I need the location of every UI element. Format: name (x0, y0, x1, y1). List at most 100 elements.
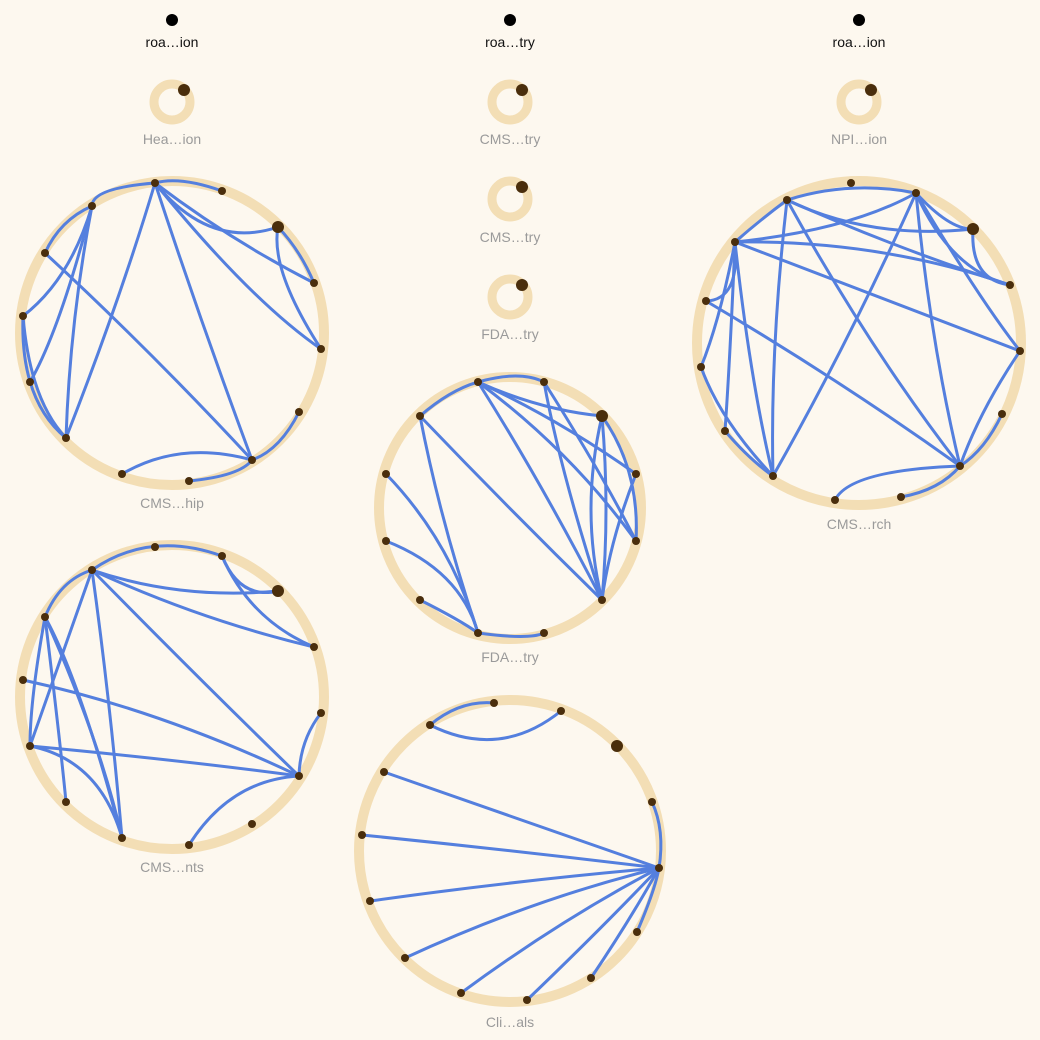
cluster-node (62, 434, 70, 442)
group-cluster: FDA…try (481, 274, 539, 342)
edge (650, 800, 663, 870)
cluster-node (865, 84, 877, 96)
cluster-node (26, 378, 34, 386)
edge (43, 615, 68, 804)
cluster-node (516, 181, 528, 193)
edge (899, 464, 962, 499)
cluster-node (272, 221, 284, 233)
cluster-node (516, 279, 528, 291)
cluster-node (655, 864, 663, 872)
edge (28, 615, 47, 748)
edge (785, 186, 918, 202)
cluster-edges (384, 374, 638, 638)
edge (153, 181, 316, 285)
edge (699, 365, 775, 478)
edge (428, 701, 496, 727)
cluster-node (382, 537, 390, 545)
edge (589, 414, 604, 602)
edge (428, 709, 563, 741)
cluster-node (1016, 347, 1024, 355)
cluster-node (587, 974, 595, 982)
cluster-node (366, 897, 374, 905)
group-cluster: NPI…ion (831, 79, 887, 147)
cluster-node (632, 537, 640, 545)
edge (43, 251, 254, 462)
edge (360, 833, 661, 870)
group-label: NPI…ion (831, 131, 887, 147)
cluster-node (151, 179, 159, 187)
edge (723, 429, 775, 478)
edge (733, 240, 1012, 287)
edge (90, 568, 301, 778)
cluster-node (218, 187, 226, 195)
cluster-edges (360, 701, 663, 1002)
cluster-node (310, 643, 318, 651)
cluster-node (416, 412, 424, 420)
cluster-node (721, 427, 729, 435)
cluster-node (783, 196, 791, 204)
cluster-node (956, 462, 964, 470)
cluster-node (426, 721, 434, 729)
root-node-dot (853, 14, 865, 26)
group-label: FDA…try (481, 649, 539, 665)
cluster-node (88, 566, 96, 574)
edge (733, 240, 1022, 353)
cluster-node (831, 496, 839, 504)
cluster-node (516, 84, 528, 96)
edge (187, 774, 301, 847)
cluster-node (185, 841, 193, 849)
cluster-node (632, 470, 640, 478)
group-label: Hea…ion (143, 131, 201, 147)
edge (600, 414, 608, 602)
cluster-edges (21, 179, 323, 483)
edge (220, 554, 316, 649)
cluster-node (62, 798, 70, 806)
cluster-node (457, 989, 465, 997)
edge (64, 181, 157, 440)
edge (476, 380, 604, 602)
group-cluster: CMS…try (480, 79, 540, 147)
edge (120, 451, 254, 476)
edge (368, 866, 661, 903)
group-label: FDA…try (481, 326, 539, 342)
cluster-nodes (382, 378, 640, 637)
cluster-node (897, 493, 905, 501)
edge (704, 299, 962, 468)
cluster-node (557, 707, 565, 715)
edge (733, 191, 918, 244)
edge (250, 410, 301, 462)
edge (382, 770, 661, 870)
cluster-nodes (19, 543, 325, 849)
group-cluster: Cli…als (354, 695, 666, 1030)
root-node: roa…ion (146, 14, 199, 50)
cluster-node (967, 223, 979, 235)
edge (28, 204, 94, 384)
cluster-node (912, 189, 920, 197)
root-node-label: roa…try (485, 34, 535, 50)
edge (21, 314, 68, 440)
edge (43, 204, 94, 255)
cluster-node (248, 820, 256, 828)
cluster-node (380, 768, 388, 776)
edge (275, 225, 323, 351)
cluster-ring (487, 79, 533, 125)
edge (600, 472, 638, 602)
edge (418, 380, 480, 418)
edge (90, 568, 316, 649)
group-label: CMS…hip (140, 495, 204, 511)
cluster-node (358, 831, 366, 839)
cluster-node (19, 676, 27, 684)
cluster-node (317, 345, 325, 353)
cluster-node (118, 470, 126, 478)
edge (542, 380, 638, 543)
edge (28, 744, 124, 840)
edge (476, 374, 546, 384)
edge (635, 866, 661, 934)
root-node-label: roa…ion (146, 34, 199, 50)
edge (542, 380, 604, 602)
root-node-label: roa…ion (833, 34, 886, 50)
cluster-node (474, 378, 482, 386)
cluster-node (41, 249, 49, 257)
group-label: CMS…nts (140, 859, 204, 875)
root-node: roa…ion (833, 14, 886, 50)
